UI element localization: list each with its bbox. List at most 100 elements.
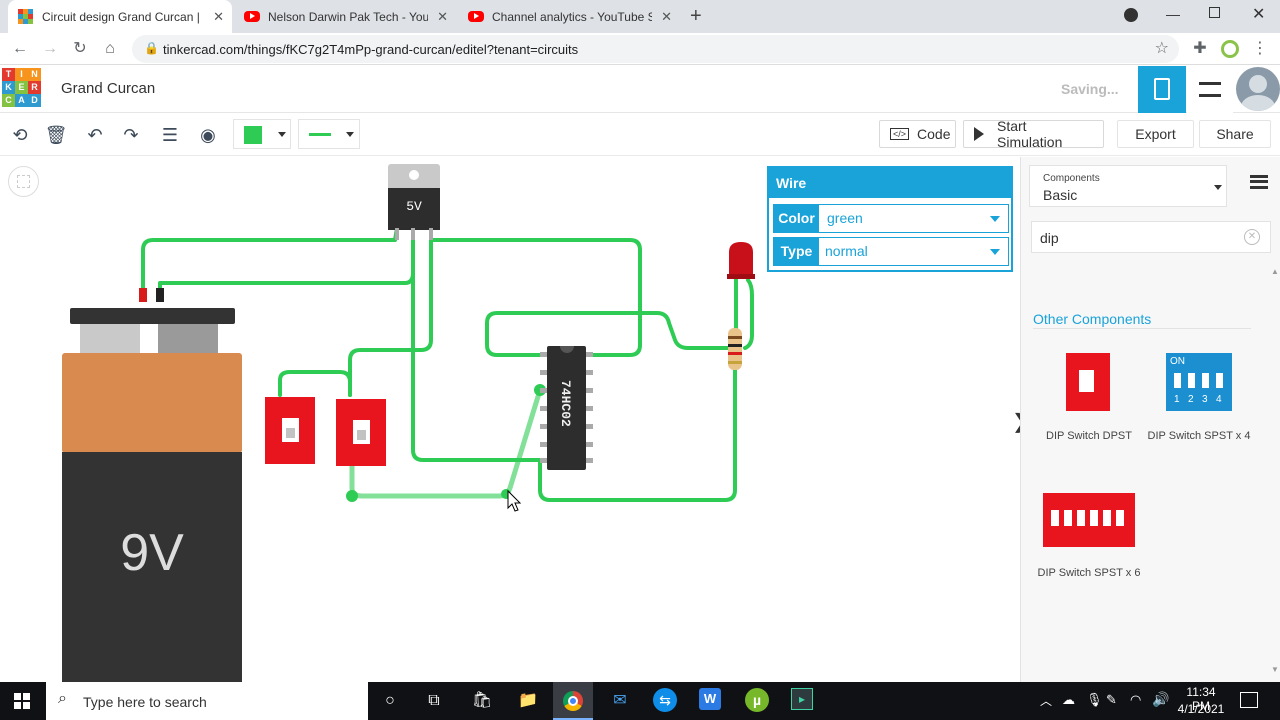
file-explorer-icon[interactable]: 📁: [518, 692, 538, 709]
component-category-select[interactable]: Components Basic: [1029, 165, 1227, 207]
export-label: Export: [1135, 126, 1176, 142]
notes-icon[interactable]: ☰: [161, 125, 179, 145]
wire-color-select[interactable]: Color green: [773, 204, 1009, 233]
circuit-view-button[interactable]: [1138, 66, 1186, 113]
dip-switch-2[interactable]: [336, 399, 386, 466]
bookmark-star-icon[interactable]: ☆: [1154, 40, 1169, 57]
filmora-icon[interactable]: ▸: [791, 688, 817, 714]
forward-icon[interactable]: →: [42, 40, 58, 57]
switch-number: 2: [1188, 394, 1194, 405]
reload-icon[interactable]: ↻: [73, 40, 87, 57]
language-icon[interactable]: ✎: [1106, 692, 1117, 707]
scroll-down-icon[interactable]: ▼: [1271, 665, 1279, 674]
browser-address-bar: ← → ↻ ⌂ 🔒 tinkercad.com/things/fKC7g2T4m…: [0, 33, 1280, 65]
fit-view-button[interactable]: [8, 166, 39, 197]
notifications-icon[interactable]: [1240, 692, 1258, 708]
wires[interactable]: [141, 226, 754, 502]
tab-search-icon[interactable]: [1124, 8, 1138, 22]
clock-date[interactable]: 4/1/2021: [1177, 702, 1225, 716]
tab-youtube[interactable]: Nelson Darwin Pak Tech - YouTub ✕: [234, 0, 456, 33]
avatar[interactable]: [1236, 67, 1280, 111]
close-window-icon[interactable]: ✕: [1252, 6, 1266, 23]
utorrent-icon[interactable]: µ: [745, 688, 771, 714]
code-button[interactable]: </> Code: [879, 120, 956, 148]
delete-icon[interactable]: 🗑: [44, 125, 68, 145]
undo-icon[interactable]: ↶: [87, 125, 103, 145]
new-tab-button[interactable]: +: [690, 5, 702, 27]
redo-icon[interactable]: ↷: [123, 125, 139, 145]
browser-menu-icon[interactable]: ⋮: [1252, 40, 1268, 57]
wire-bendpoint[interactable]: [346, 490, 358, 502]
wire-color-picker[interactable]: [233, 119, 291, 149]
back-icon[interactable]: ←: [12, 40, 28, 57]
battery-label: 9V: [120, 524, 184, 582]
wire-type-picker[interactable]: [298, 119, 360, 149]
close-tab-icon[interactable]: ✕: [213, 9, 224, 24]
design-title[interactable]: Grand Curcan: [61, 80, 156, 97]
store-icon[interactable]: 🛍: [471, 692, 493, 709]
on-label: ON: [1170, 356, 1185, 367]
wps-icon[interactable]: W: [699, 688, 725, 714]
chrome-icon: [563, 691, 583, 711]
network-icon[interactable]: ◠: [1130, 692, 1142, 707]
resistor[interactable]: [728, 328, 742, 370]
wire-inspector-title: Wire: [769, 168, 1011, 198]
tab-title: Channel analytics - YouTube Stud: [492, 9, 652, 24]
clear-search-icon[interactable]: ✕: [1244, 229, 1260, 245]
component-list-view-button[interactable]: [1187, 66, 1233, 113]
tray-chevron-up-icon[interactable]: ︿: [1040, 694, 1053, 708]
teamviewer-icon[interactable]: ⇆: [653, 688, 679, 714]
component-dip-switch-spst-6[interactable]: DIP Switch SPST x 6: [1038, 493, 1140, 603]
task-view-icon[interactable]: ⧉: [428, 692, 440, 709]
tinkercad-logo[interactable]: T I N K E R C A D: [2, 68, 42, 108]
extension-gear-icon[interactable]: [1221, 40, 1239, 58]
component-dip-switch-dpst[interactable]: DIP Switch DPST: [1039, 353, 1139, 453]
search-placeholder: Type here to search: [83, 694, 207, 710]
voltage-regulator-5v[interactable]: 5V: [388, 164, 440, 240]
rotate-icon[interactable]: ⟲: [12, 125, 28, 145]
volume-icon[interactable]: 🔊: [1152, 691, 1170, 707]
start-simulation-button[interactable]: Start Simulation: [963, 118, 1104, 150]
tab-tinkercad[interactable]: Circuit design Grand Curcan | Tin ✕: [8, 0, 232, 33]
cortana-icon[interactable]: ○: [385, 692, 395, 709]
tab-youtube-studio[interactable]: Channel analytics - YouTube Stud ✕: [458, 0, 680, 33]
led-red[interactable]: [727, 242, 755, 279]
visibility-eye-icon[interactable]: ◉: [200, 125, 216, 145]
share-label: Share: [1216, 126, 1254, 142]
app-header: T I N K E R C A D Grand Curcan Saving...: [0, 66, 1280, 113]
type-value: normal: [825, 243, 868, 259]
component-dip-switch-spst-4[interactable]: ON 1 2 3 4 DIP Switch SPST x 4: [1148, 353, 1250, 463]
youtube-favicon-icon: [468, 11, 484, 22]
close-tab-icon[interactable]: ✕: [437, 9, 448, 24]
mail-icon[interactable]: ✉: [613, 692, 627, 709]
chevron-down-icon: [990, 249, 1000, 255]
dip-switch-1[interactable]: [265, 397, 315, 464]
ic-74hc02[interactable]: 74HC02: [540, 346, 593, 470]
scroll-up-icon[interactable]: ▲: [1271, 267, 1279, 276]
list-view-icon[interactable]: [1250, 175, 1268, 189]
taskbar-search-box[interactable]: ⌕ Type here to search: [46, 682, 368, 720]
windows-start-icon[interactable]: [14, 693, 30, 709]
play-icon: [974, 127, 984, 141]
battery-9v[interactable]: 9V: [62, 308, 242, 682]
extensions-icon[interactable]: ✚: [1193, 40, 1207, 57]
microphone-icon[interactable]: 🎙: [1086, 692, 1103, 707]
component-search-input[interactable]: dip ✕: [1031, 221, 1271, 253]
home-icon[interactable]: ⌂: [105, 40, 115, 57]
tinkercad-favicon-icon: [18, 8, 34, 25]
onedrive-cloud-icon[interactable]: ☁: [1062, 692, 1075, 707]
url-field[interactable]: 🔒 tinkercad.com/things/fKC7g2T4mPp-grand…: [132, 35, 1179, 63]
minimize-icon[interactable]: —: [1166, 6, 1180, 22]
chrome-taskbar-button[interactable]: [553, 682, 593, 720]
export-button[interactable]: Export: [1117, 120, 1194, 148]
close-tab-icon[interactable]: ✕: [661, 9, 672, 24]
clock-time[interactable]: 11:34 PM: [1186, 685, 1216, 713]
search-value: dip: [1040, 230, 1059, 246]
chevron-right-icon[interactable]: ❯: [1012, 409, 1020, 434]
wire-type-icon: [309, 133, 331, 136]
component-name: DIP Switch DPST: [1046, 430, 1132, 442]
wire-type-select[interactable]: Type normal: [773, 237, 1009, 266]
maximize-icon[interactable]: [1209, 7, 1220, 18]
color-label: Color: [774, 205, 819, 232]
share-button[interactable]: Share: [1199, 120, 1271, 148]
